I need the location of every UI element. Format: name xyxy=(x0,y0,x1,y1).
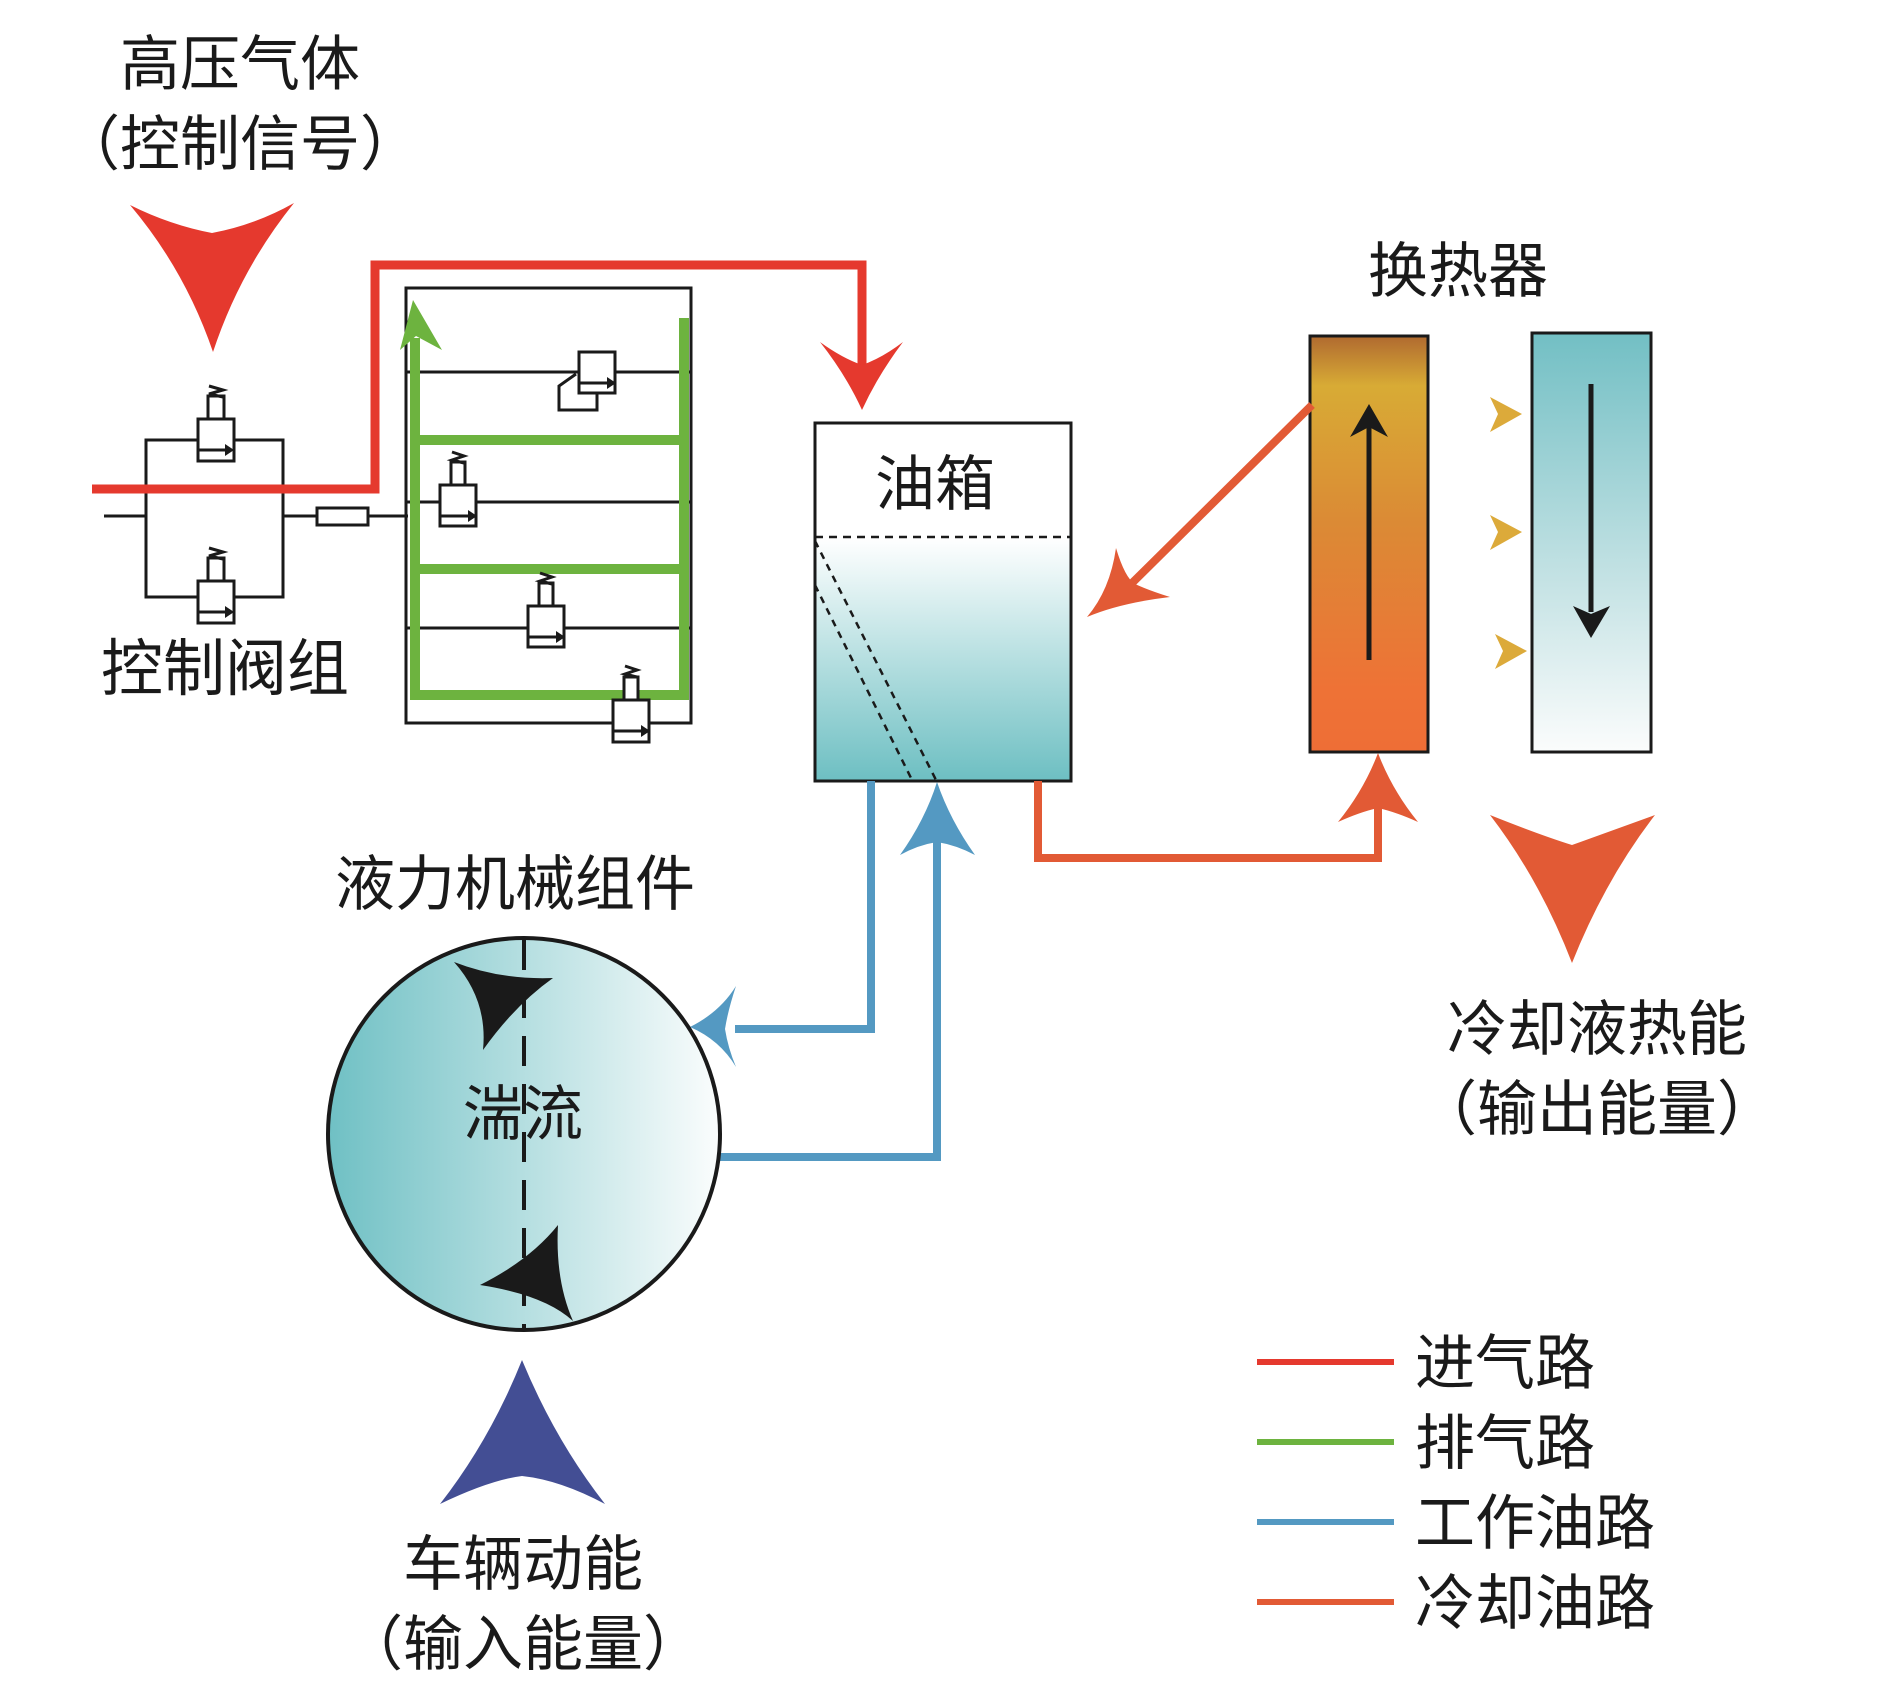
gas-input-arrow-icon xyxy=(130,203,294,352)
heat-transfer-arrow-icon xyxy=(1490,397,1522,432)
working-oil-out-arrow-icon xyxy=(690,986,736,1067)
heat-exchanger xyxy=(1308,331,1653,754)
intake-down-arrow-icon xyxy=(820,342,903,410)
cooling-return-arrow-icon xyxy=(1087,548,1170,617)
down-flow-arrow-icon xyxy=(1573,606,1610,638)
vehicle-subtitle-label: （输入能量） xyxy=(343,1610,703,1680)
legend-label: 工作油路 xyxy=(1415,1489,1655,1559)
legend-item: 排气路 xyxy=(1257,1409,1595,1479)
heat-transfer-arrows xyxy=(1440,397,1527,669)
intake-line xyxy=(92,260,867,494)
cooling-return-line xyxy=(1122,402,1315,593)
rotation-arrow-icon xyxy=(480,1225,573,1321)
solenoid-valve-icon xyxy=(438,450,478,528)
cooling-supply-arrow-icon xyxy=(1338,753,1418,822)
check-valve-icon xyxy=(557,350,617,412)
legend-item: 进气路 xyxy=(1257,1329,1595,1399)
working-oil-return-arrow-icon xyxy=(900,782,975,855)
solenoid-valve-icon xyxy=(196,546,236,625)
coolant-subtitle-label: （输出能量） xyxy=(1417,1075,1777,1145)
gas-subtitle-label: （控制信号） xyxy=(60,110,420,180)
turbulence-label: 湍流 xyxy=(463,1080,583,1150)
gas-title-label: 高压气体 xyxy=(120,30,360,100)
coolant-output-arrow-icon xyxy=(1490,815,1655,963)
oil-tank-label: 油箱 xyxy=(875,450,995,520)
solenoid-valve-icon xyxy=(611,664,651,744)
up-flow-arrow-icon xyxy=(1350,404,1388,437)
valve-group-label: 控制阀组 xyxy=(101,632,349,705)
heat-exchanger-label: 换热器 xyxy=(1368,237,1548,307)
orifice-icon xyxy=(315,506,370,527)
vehicle-title-label: 车辆动能 xyxy=(403,1530,643,1600)
legend-label: 进气路 xyxy=(1415,1329,1595,1399)
heat-transfer-arrow-icon xyxy=(1495,634,1527,669)
legend-item: 冷却油路 xyxy=(1257,1569,1655,1639)
control-valve-group xyxy=(104,384,408,625)
vehicle-input-arrow-icon xyxy=(440,1360,605,1504)
hydro-mechanical-component xyxy=(326,936,722,1332)
solenoid-valve-icon xyxy=(526,571,566,649)
oil-tank xyxy=(813,421,1073,783)
exhaust-valve-block xyxy=(400,286,693,744)
rotation-arrow-icon xyxy=(454,962,553,1050)
exhaust-up-arrow-icon xyxy=(400,300,442,350)
coolant-title-label: 冷却液热能 xyxy=(1447,995,1747,1065)
working-oil-return-line xyxy=(718,840,941,1161)
cooling-supply-line xyxy=(1034,781,1382,862)
working-oil-out-line xyxy=(735,781,875,1033)
legend-label: 冷却油路 xyxy=(1415,1569,1655,1639)
legend-item: 工作油路 xyxy=(1257,1489,1655,1559)
legend-label: 排气路 xyxy=(1415,1409,1595,1479)
hydro-component-label: 液力机械组件 xyxy=(335,850,695,920)
heat-transfer-arrow-icon xyxy=(1490,515,1522,550)
solenoid-valve-icon xyxy=(196,384,236,463)
